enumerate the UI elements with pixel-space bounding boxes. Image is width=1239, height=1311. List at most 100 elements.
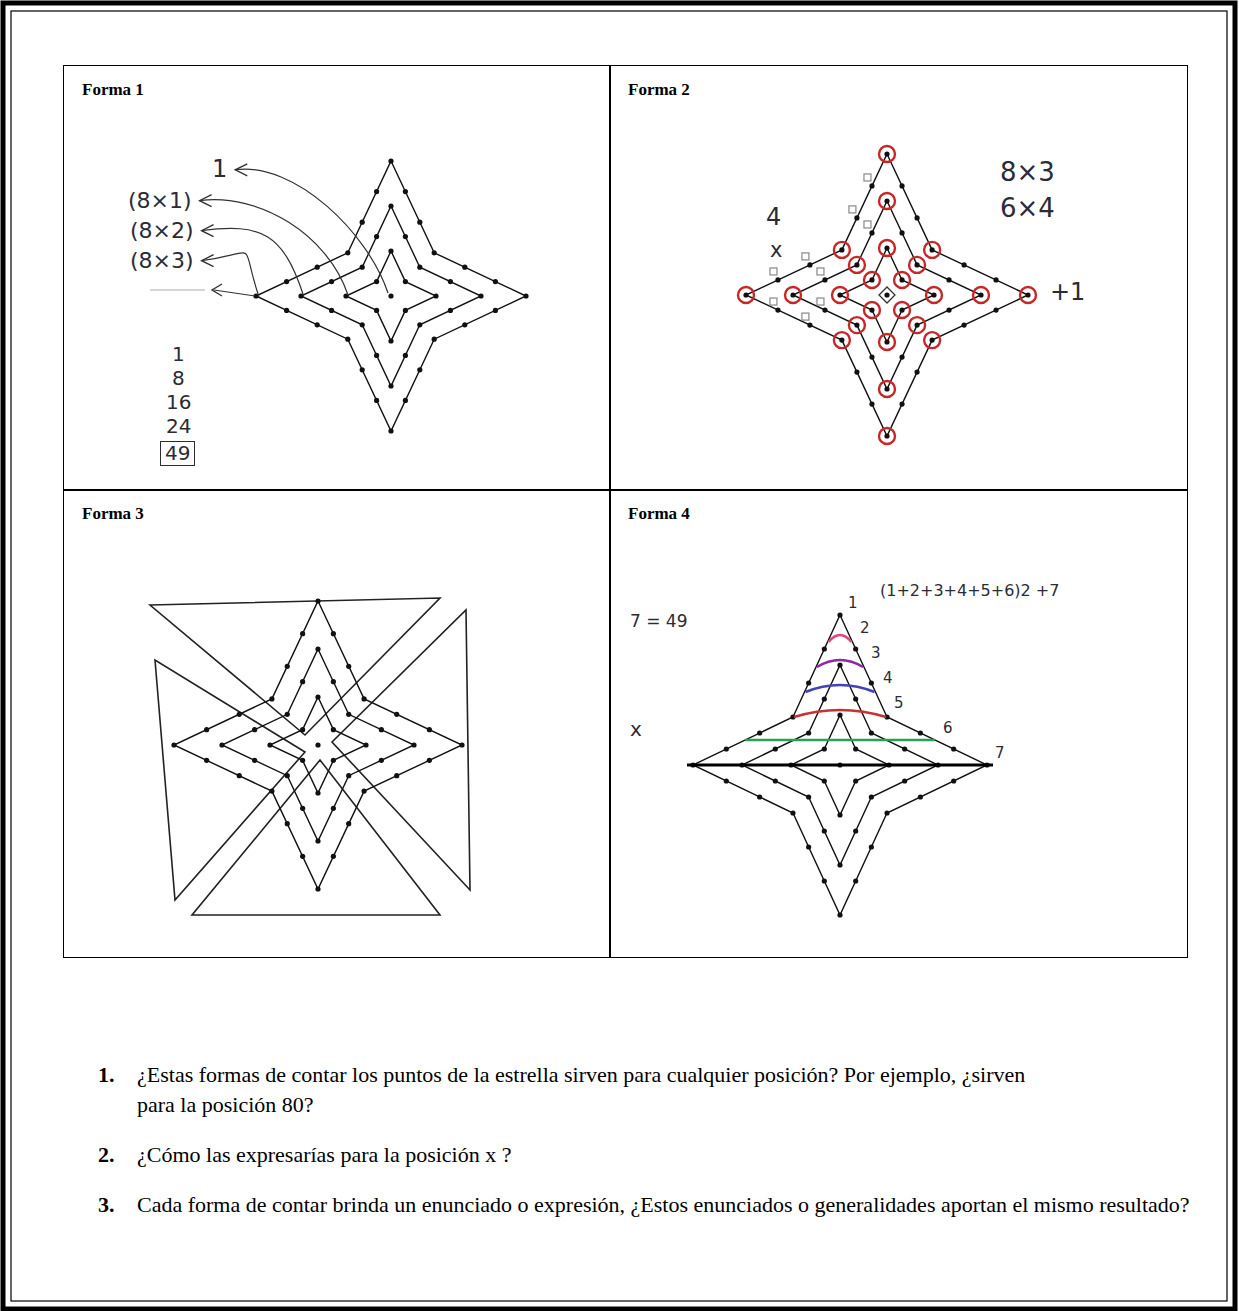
star-dot — [853, 878, 858, 883]
star-ring — [746, 154, 1028, 436]
handwritten-note: (1+2+3+4+5+6)2 +7 — [880, 582, 1059, 600]
star-dot — [403, 398, 408, 403]
star-dot — [978, 292, 983, 297]
star-dot — [884, 198, 889, 203]
star-dot — [914, 369, 919, 374]
triangle — [150, 598, 440, 735]
star-dot — [869, 730, 874, 735]
star-dot — [822, 878, 827, 883]
handwritten-note: 3 — [871, 645, 881, 662]
star-dot — [403, 308, 408, 313]
handwritten-note: 7 = 49 — [630, 612, 688, 632]
red-circle-mark — [894, 272, 910, 288]
star-ring — [222, 649, 414, 841]
star-dot — [300, 631, 305, 636]
star-dot — [961, 262, 966, 267]
red-circle-mark — [909, 317, 925, 333]
star-dot — [394, 712, 399, 717]
star-dot — [394, 773, 399, 778]
star-dot — [374, 189, 379, 194]
star-dot — [298, 293, 303, 298]
star-dot — [837, 292, 842, 297]
star-dot — [345, 250, 350, 255]
star-dot — [284, 308, 289, 313]
star-dot — [379, 758, 384, 763]
star-dot — [462, 265, 467, 270]
level-line — [828, 635, 851, 642]
star-dot — [204, 727, 209, 732]
star-dot — [300, 679, 305, 684]
handwritten-note: 4 — [883, 670, 893, 687]
star-dot — [773, 778, 778, 783]
star-dot — [346, 821, 351, 826]
star-dot — [346, 664, 351, 669]
star-dot — [403, 279, 408, 284]
star-dot — [403, 353, 408, 358]
question-number: 3. — [98, 1190, 115, 1220]
handwritten-note: +1 — [1050, 279, 1085, 307]
star-dot — [329, 308, 334, 313]
star-dot — [854, 369, 859, 374]
star-dot — [884, 386, 889, 391]
star-dot — [374, 398, 379, 403]
star-dot — [285, 712, 290, 717]
star-dot — [374, 279, 379, 284]
star-figure — [171, 598, 464, 891]
star-dot — [869, 794, 874, 799]
star-dot — [360, 322, 365, 327]
star-dot — [931, 292, 936, 297]
star-dot — [331, 854, 336, 859]
star-dot — [361, 696, 366, 701]
table-cell: Forma 2 — [609, 65, 1188, 491]
star-dot — [432, 250, 437, 255]
star-dot — [360, 220, 365, 225]
handwritten-note: x — [630, 718, 642, 741]
star-dot — [433, 293, 438, 298]
cell-heading: Forma 2 — [628, 80, 690, 100]
star-dot — [853, 696, 858, 701]
red-circle-mark — [879, 240, 895, 256]
star-ring — [793, 201, 981, 389]
star-dot — [285, 773, 290, 778]
star-dot — [757, 730, 762, 735]
star-dot — [884, 339, 889, 344]
star-dot — [1025, 292, 1030, 297]
handwritten-note: 4 — [766, 204, 781, 232]
star-dot — [837, 912, 842, 917]
forma3-triangles — [150, 598, 470, 915]
star-dot — [854, 215, 859, 220]
star-dot — [315, 886, 320, 891]
star-dot — [775, 277, 780, 282]
star-dot — [448, 279, 453, 284]
star-dot — [403, 189, 408, 194]
star-dot — [379, 727, 384, 732]
page-frame-outer — [3, 3, 1235, 1309]
red-circle-mark — [924, 332, 940, 348]
star-dot — [951, 746, 956, 751]
star-dot — [853, 746, 858, 751]
arrow-chevron — [202, 225, 214, 237]
red-circle-mark — [1020, 287, 1036, 303]
star-dot — [269, 788, 274, 793]
star-dot — [388, 428, 393, 433]
handwritten-note: 24 — [166, 415, 191, 438]
star-dot — [315, 322, 320, 327]
star-dot — [822, 646, 827, 651]
star-dot — [839, 338, 844, 343]
star-dot — [961, 322, 966, 327]
star-dot — [361, 788, 366, 793]
star-dot — [869, 401, 874, 406]
star-dot — [837, 812, 842, 817]
star-ring — [256, 161, 526, 431]
red-circle-mark — [832, 287, 848, 303]
star-dot — [237, 712, 242, 717]
star-dot — [775, 307, 780, 312]
handwritten-note: 1 — [172, 343, 185, 366]
star-dot — [914, 215, 919, 220]
handwritten-note: 8 — [172, 367, 185, 390]
star-ring — [301, 206, 481, 386]
red-circle-mark — [879, 334, 895, 350]
star-dot — [374, 353, 379, 358]
star-dot — [899, 307, 904, 312]
cell-heading: Forma 4 — [628, 504, 690, 524]
